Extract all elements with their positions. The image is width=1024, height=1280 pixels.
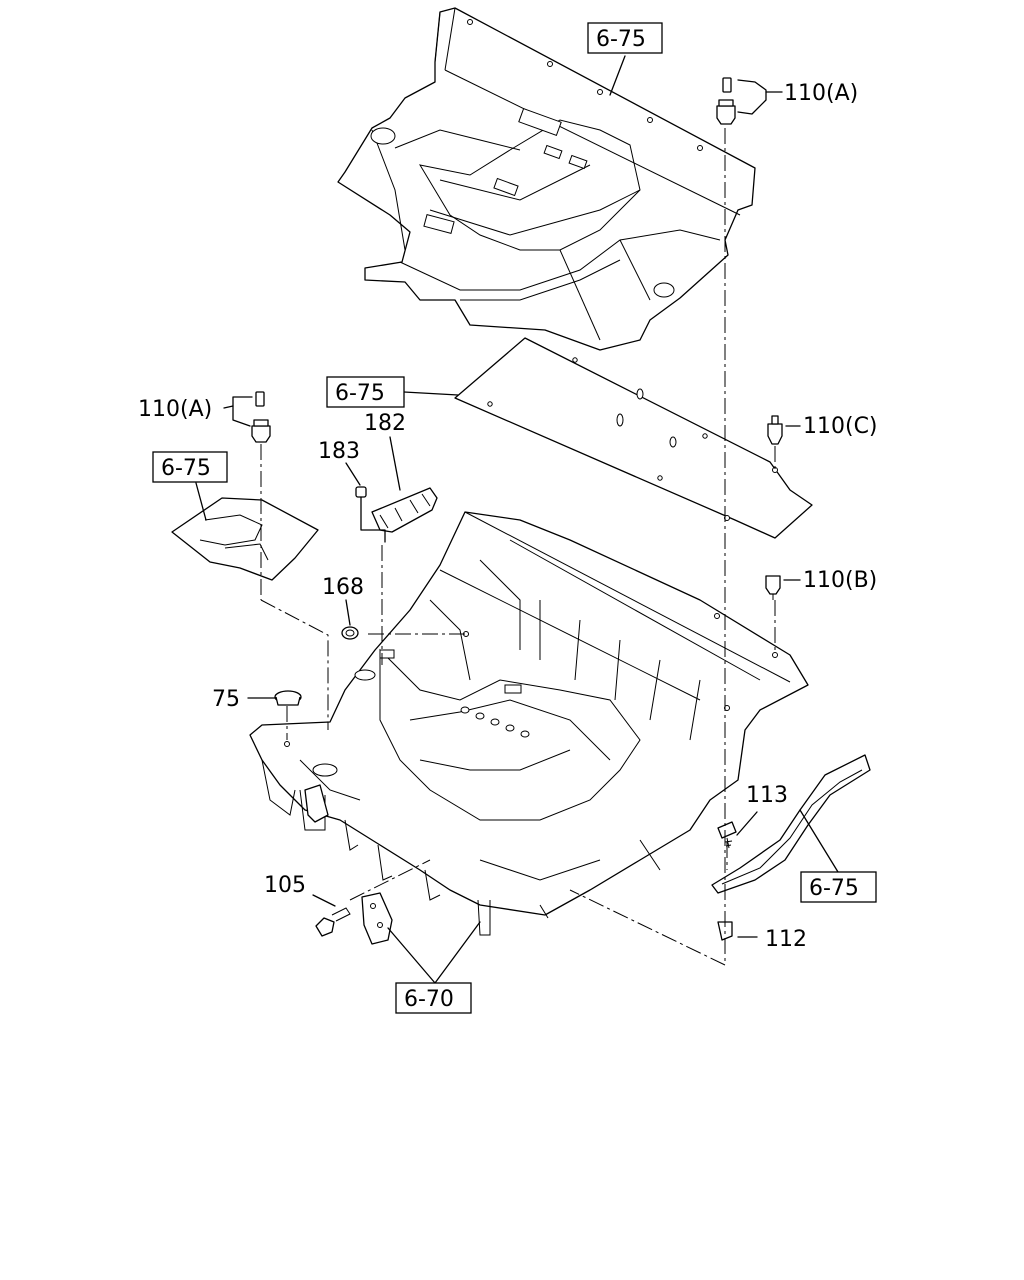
svg-text:6-75: 6-75: [161, 456, 211, 481]
fastener-183: [355, 486, 367, 498]
main-floor-pan: [249, 511, 809, 936]
label-110a-top: 110(A): [784, 81, 858, 106]
fastener-110b: [765, 575, 781, 600]
plug-75: [274, 690, 302, 706]
bolt-105: [315, 907, 351, 937]
bracket-182: [371, 487, 438, 533]
ref-box-step: 6-75: [800, 871, 877, 903]
screw-113: [717, 821, 737, 849]
svg-text:6-75: 6-75: [596, 27, 646, 52]
label-168: 168: [322, 575, 364, 600]
middle-flat-panel: [454, 337, 813, 539]
step-plate: [711, 754, 871, 894]
leader-lines: [195, 55, 839, 984]
svg-text:6-75: 6-75: [335, 381, 385, 406]
label-105: 105: [264, 873, 306, 898]
grommet-168: [341, 626, 359, 640]
fastener-110c: [767, 415, 783, 445]
ref-box-top: 6-75: [587, 22, 663, 54]
label-75: 75: [212, 687, 240, 712]
label-112: 112: [765, 927, 807, 952]
upper-floor-panel: [337, 7, 756, 351]
left-small-panel: [171, 497, 319, 581]
ref-box-brackets: 6-70: [395, 982, 472, 1014]
label-113: 113: [746, 783, 788, 808]
fastener-110a-top: [716, 77, 736, 125]
label-182: 182: [364, 411, 406, 436]
ref-box-left: 6-75: [152, 451, 228, 483]
ref-box-mid: 6-75: [326, 376, 405, 408]
label-110a-left: 110(A): [138, 397, 212, 422]
assembly-lines: [260, 128, 776, 966]
brackets-6-70: [304, 784, 393, 945]
fastener-110a-left: [251, 391, 271, 443]
label-183: 183: [318, 439, 360, 464]
svg-text:6-70: 6-70: [404, 987, 454, 1012]
label-110b: 110(B): [803, 568, 877, 593]
label-110c: 110(C): [803, 414, 878, 439]
svg-text:6-75: 6-75: [809, 876, 859, 901]
callout-labels: 110(A) 110(A) 110(C) 110(B) 182 183 168 …: [138, 81, 878, 952]
